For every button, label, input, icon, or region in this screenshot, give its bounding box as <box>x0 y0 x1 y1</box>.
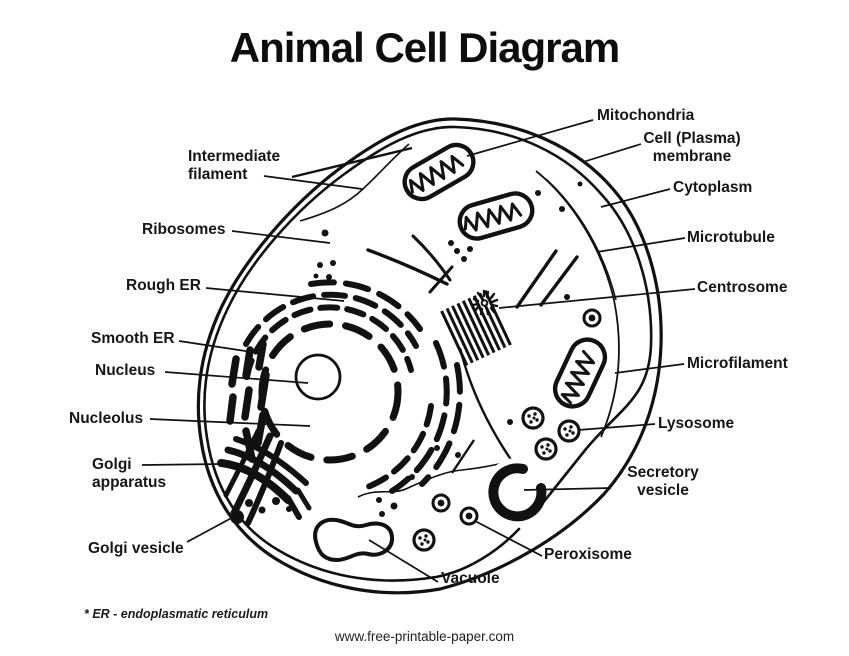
label-smooth-er: Smooth ER <box>91 330 175 347</box>
leader-smooth-er <box>178 340 253 353</box>
leader-microfilament <box>614 363 685 374</box>
leader-lysosome <box>577 423 656 431</box>
leader-secretory-vesicle <box>523 487 612 491</box>
vacuole-shape <box>313 517 395 563</box>
microtubule-shape <box>357 234 579 498</box>
leader-golgi-vesicle <box>186 514 238 543</box>
label-centrosome: Centrosome <box>697 279 788 296</box>
label-nucleolus: Nucleolus <box>69 410 144 427</box>
lysosome-shape <box>412 406 581 552</box>
label-lysosome: Lysosome <box>658 415 735 432</box>
mitochondrion-shape <box>552 337 608 409</box>
golgi-vesicle-shape <box>230 497 292 524</box>
leader-nucleus <box>164 371 309 384</box>
label-microtubule: Microtubule <box>687 229 775 246</box>
leader-cytoplasm <box>600 188 671 208</box>
label-golgi-apparatus: Golgi apparatus <box>92 456 167 491</box>
label-ribosomes: Ribosomes <box>142 221 226 238</box>
label-mitochondria: Mitochondria <box>597 107 695 124</box>
intermediate-filament-shape <box>291 143 413 222</box>
label-secretory-vesicle: Secretory vesicle <box>627 464 699 499</box>
leader-cell-membrane <box>582 143 642 163</box>
source-url: www.free-printable-paper.com <box>334 629 515 644</box>
label-microfilament: Microfilament <box>687 355 788 372</box>
leader-nucleolus <box>149 418 311 427</box>
label-intermediate-filament: Intermediate filament <box>188 148 281 183</box>
leader-golgi-apparatus <box>141 463 224 466</box>
nucleus-inner-circle <box>294 353 342 401</box>
secretory-vesicle-shape <box>484 447 588 524</box>
label-vacuole: Vacuole <box>441 570 500 587</box>
centrosome-shape <box>440 289 512 366</box>
label-cell-membrane: Cell (Plasma) membrane <box>643 130 741 165</box>
page-title: Animal Cell Diagram <box>229 24 620 71</box>
label-nucleus: Nucleus <box>95 362 156 379</box>
label-peroxisome: Peroxisome <box>544 546 632 563</box>
ribosomes-shape <box>313 181 583 517</box>
peroxisome-shape <box>431 308 602 526</box>
microfilament-shape <box>535 170 620 438</box>
leader-centrosome <box>498 288 696 309</box>
mitochondrion-shape <box>402 142 476 202</box>
leader-mitochondria <box>466 119 594 157</box>
leader-vacuole <box>368 539 439 583</box>
label-cytoplasm: Cytoplasm <box>673 179 753 196</box>
centriole-starburst-icon <box>471 289 499 316</box>
leader-rough-er <box>205 287 345 302</box>
mitochondrion-shape <box>457 191 535 241</box>
leader-lines <box>141 119 696 583</box>
golgi-apparatus-shape <box>217 428 312 526</box>
label-rough-er: Rough ER <box>126 277 201 294</box>
leader-intermediate-filament <box>263 175 363 190</box>
leader-peroxisome <box>474 520 543 557</box>
leader-microtubule <box>596 237 686 253</box>
label-golgi-vesicle: Golgi vesicle <box>88 540 184 557</box>
leader-ribosomes <box>231 230 331 244</box>
er-footnote: * ER - endoplasmatic reticulum <box>84 607 269 621</box>
cell-membrane-shape <box>196 117 663 595</box>
